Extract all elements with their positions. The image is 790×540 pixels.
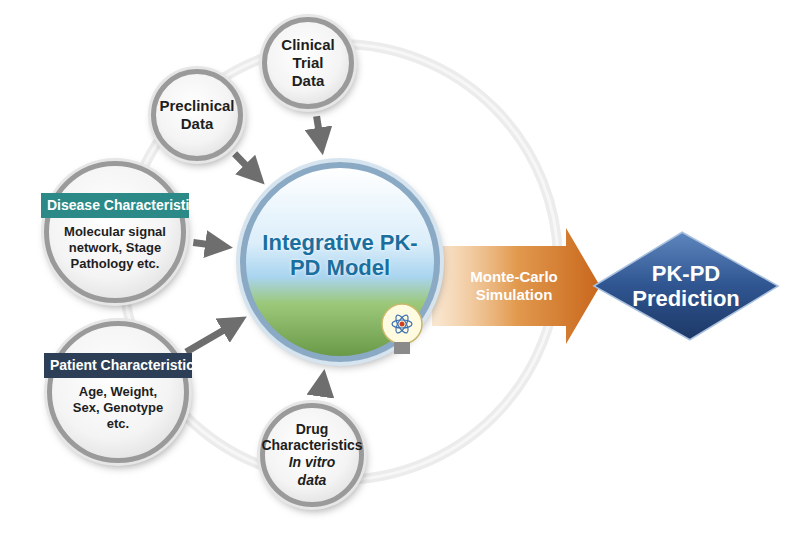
model-circle: Integrative PK-PD Model	[240, 162, 440, 362]
body-text: Age, Weight, Sex, Genotype etc.	[52, 384, 184, 432]
circle-label: Preclinical Data	[151, 97, 242, 133]
circle-sublabel: In vitro data	[265, 453, 359, 489]
input-arrow	[317, 116, 321, 141]
input-circle: Disease CharacteristicsMolecular signal …	[44, 161, 186, 303]
simulation-arrow	[432, 228, 600, 344]
circle-label: Clinical Trial Data	[267, 36, 349, 90]
input-circle: Preclinical Data	[151, 69, 243, 161]
input-circle: Drug CharacteristicsIn vitro data	[260, 403, 364, 507]
prediction-diamond: PK-PD Prediction	[590, 230, 782, 342]
input-circle: Clinical Trial Data	[262, 17, 354, 109]
input-circle: Patient CharacteristicsAge, Weight, Sex,…	[47, 321, 189, 463]
lightbulb-icon	[382, 304, 422, 354]
heading-band: Patient Characteristics	[44, 353, 192, 378]
input-arrow	[235, 154, 255, 175]
input-arrow	[321, 383, 323, 396]
model-title: Integrative PK-PD Model	[246, 230, 434, 280]
heading-band: Disease Characteristics	[41, 193, 189, 218]
input-arrow	[193, 242, 219, 245]
arrow-label: Monte-Carlo Simulation	[452, 268, 576, 304]
body-text: Molecular signal network, Stage Patholog…	[49, 224, 181, 272]
prediction-label: PK-PD Prediction	[590, 261, 782, 311]
circle-label: Drug Characteristics	[253, 421, 370, 453]
input-arrow	[186, 324, 235, 352]
